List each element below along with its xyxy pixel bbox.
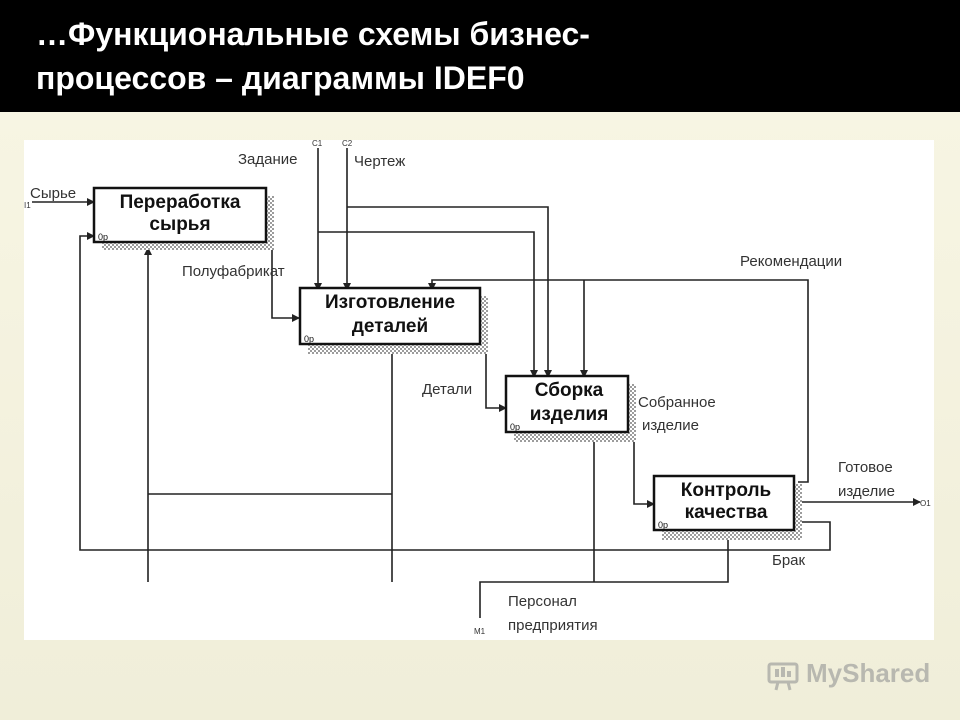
label-drawing: Чертеж <box>354 153 405 170</box>
label-assembled-line2: изделие <box>642 417 699 434</box>
myshared-logo: MyShared <box>766 656 936 696</box>
box2-line2: деталей <box>352 316 428 337</box>
box4-code: 0р <box>658 520 668 530</box>
box1-code: 0р <box>98 232 108 242</box>
slide-title-line1: …Функциональные схемы бизнес- <box>36 16 590 52</box>
activity-box-manufacturing: Изготовление деталей 0р <box>298 286 488 354</box>
label-finished-line2: изделие <box>838 483 895 500</box>
idef0-diagram-svg: Переработка сырья 0р Изготовление детале… <box>24 139 931 636</box>
box3-code: 0р <box>510 422 520 432</box>
activity-box-assembly: Сборка изделия 0р <box>504 374 636 442</box>
label-staff-line2: предприятия <box>508 617 598 634</box>
arrow-task-to-assembly <box>318 231 538 378</box>
logo-icon <box>767 662 799 691</box>
slide-title: …Функциональные схемы бизнес- процессов … <box>36 12 936 100</box>
label-control2-code: C2 <box>342 140 353 148</box>
label-mech-code: M1 <box>474 627 486 636</box>
arrow-staff-to-control <box>479 532 732 618</box>
arrow-defect <box>79 232 831 551</box>
box4-line1: Контроль <box>681 480 771 501</box>
label-task: Задание <box>238 151 298 168</box>
title-bar: …Функциональные схемы бизнес- процессов … <box>0 0 960 112</box>
arrow-lines <box>32 148 921 618</box>
label-assembled-line1: Собранное <box>638 394 716 411</box>
box1-line1: Переработка <box>120 192 241 213</box>
box2-code: 0р <box>304 334 314 344</box>
label-staff-line1: Персонал <box>508 593 577 610</box>
label-output-code: O1 <box>920 499 931 508</box>
label-input-code: I1 <box>24 201 31 210</box>
arrow-recommendations <box>428 279 809 483</box>
logo-text: MyShared <box>806 658 931 688</box>
box3-line1: Сборка <box>535 380 604 401</box>
label-defect: Брак <box>772 552 806 569</box>
label-semi-product: Полуфабрикат <box>182 263 285 280</box>
label-raw-material: Сырье <box>30 185 76 202</box>
label-control1-code: C1 <box>312 140 323 148</box>
box4-line2: качества <box>685 502 768 523</box>
slide-title-line2: процессов – диаграммы IDEF0 <box>36 60 525 96</box>
label-finished-line1: Готовое <box>838 459 893 476</box>
box2-line1: Изготовление <box>325 292 455 313</box>
idef0-diagram: Переработка сырья 0р Изготовление детале… <box>24 139 934 640</box>
box3-line2: изделия <box>530 404 609 425</box>
arrow-drawing-to-assembly <box>347 206 552 378</box>
box1-line2: сырья <box>149 214 210 235</box>
label-recommendations: Рекомендации <box>740 253 842 270</box>
activity-box-quality-control: Контроль качества 0р <box>652 474 802 540</box>
label-parts: Детали <box>422 381 472 398</box>
activity-box-processing: Переработка сырья 0р <box>92 186 274 250</box>
